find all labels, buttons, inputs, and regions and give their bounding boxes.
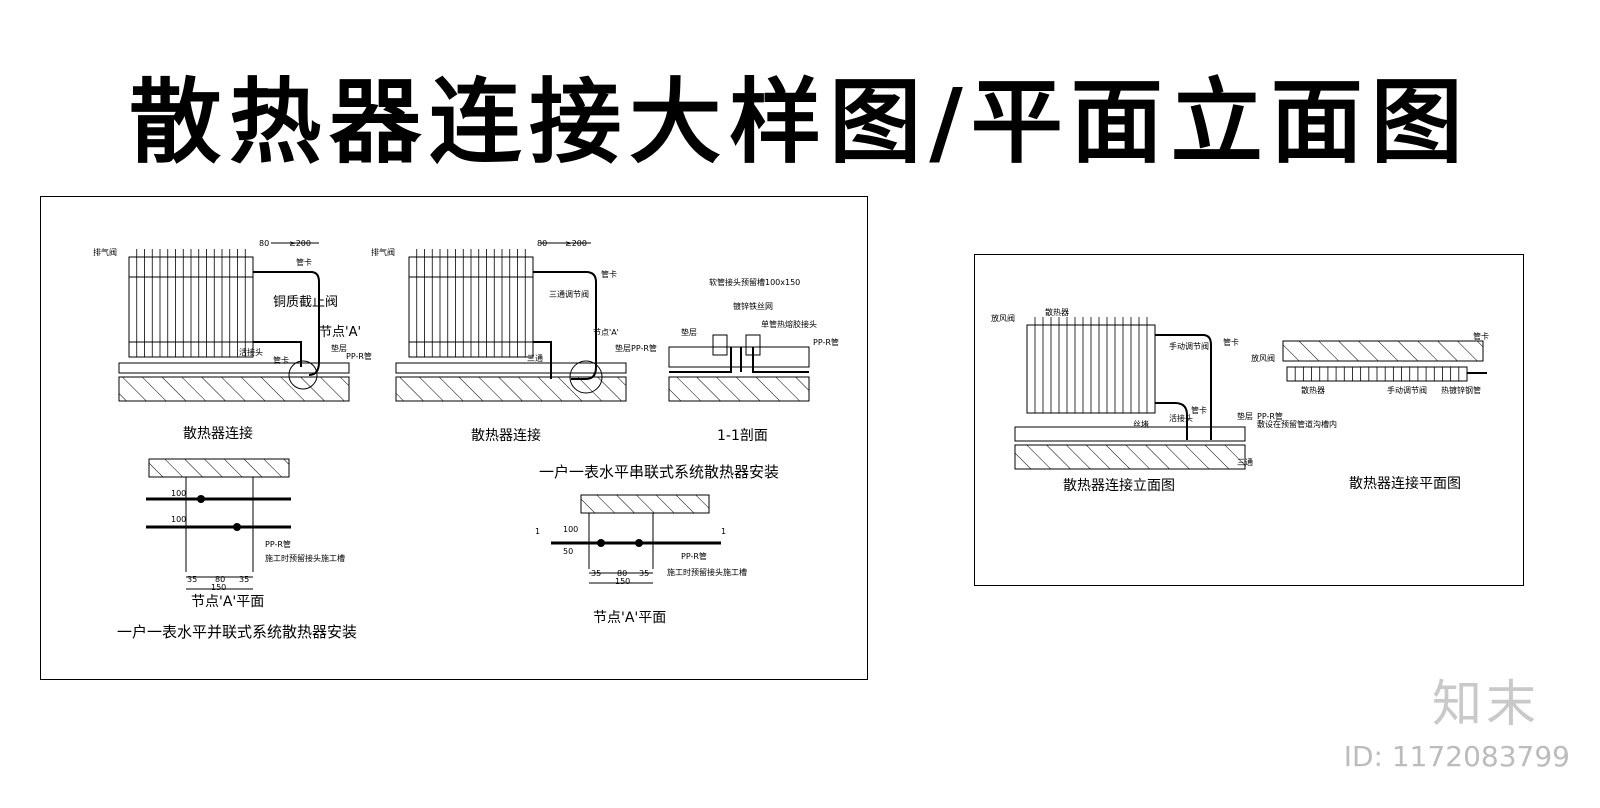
label-pp-1: PP-R管 — [346, 352, 372, 361]
label-elev-pipe-clip: 管卡 — [1223, 338, 1239, 347]
label-exhaust-valve-2: 排气阀 — [371, 248, 395, 257]
label-node-1: 节点'A' — [319, 325, 362, 340]
label-p2-d80: 80 — [617, 569, 628, 578]
label-copper-valve: 铜质截止阀 — [273, 295, 339, 310]
label-dim1-1: 80 — [259, 239, 270, 248]
label-plan-pipe-clip: 管卡 — [1473, 332, 1489, 341]
label-plan-radiator: 散热器 — [1301, 386, 1325, 395]
label-p2-d35a: 35 — [591, 569, 602, 578]
label-p1-d100a: 100 — [171, 489, 187, 498]
caption-d1: 散热器连接 — [183, 426, 253, 442]
left-drawing-panel: 排气阀 管卡 铜质截止阀 活接头 管卡 节点'A' 垫层 PP-R管 80 ≥2… — [40, 196, 868, 680]
watermark-brand: 知末 — [1432, 675, 1540, 733]
label-pp-2: PP-R管 — [631, 344, 657, 353]
caption-p1: 节点'A'平面 — [191, 594, 265, 610]
label-elev-tee: 三通 — [1237, 458, 1253, 467]
label-elev-cushion: 垫层 — [1237, 412, 1253, 421]
left-drawing-lines — [118, 242, 810, 590]
label-elev-clip2: 管卡 — [1191, 406, 1207, 415]
label-p1-pp: PP-R管 — [265, 540, 291, 549]
label-elev-air-valve: 放风阀 — [991, 314, 1015, 323]
label-p1-d80: 80 — [215, 575, 226, 584]
label-p1-d35a: 35 — [187, 575, 198, 584]
caption-elevation: 散热器连接立面图 — [1063, 478, 1175, 494]
label-p2-d50: 50 — [563, 547, 574, 556]
label-elev-pp: PP-R管 — [1257, 412, 1283, 421]
label-elev-manual-valve: 手动调节阀 — [1169, 342, 1209, 351]
caption-d2: 散热器连接 — [471, 428, 541, 444]
label-elev-plug: 丝堵 — [1133, 420, 1149, 429]
caption-plan: 散热器连接平面图 — [1349, 476, 1461, 492]
label-dim1-2: 80 — [537, 239, 548, 248]
caption-p2: 节点'A'平面 — [593, 610, 667, 626]
label-node-2: 节点'A' — [593, 328, 619, 337]
label-elev-radiator: 散热器 — [1045, 308, 1069, 317]
label-p1-d35b: 35 — [239, 575, 250, 584]
label-connector-1: 活接头 — [239, 348, 263, 357]
label-p2-mark2: 1 — [721, 527, 727, 536]
label-pipe-3: 单管热熔胶接头 — [761, 320, 817, 329]
radiator-fins-1 — [136, 249, 246, 357]
label-dim2-1: ≥200 — [289, 239, 311, 248]
caption-d3: 1-1剖面 — [717, 428, 768, 444]
page-title: 散热器连接大样图/平面立面图 — [129, 68, 1471, 176]
label-groove-3: 软管接头预留槽100x150 — [709, 278, 801, 287]
series-system-title: 一户一表水平串联式系统散热器安装 — [539, 463, 780, 481]
label-dim2-2: ≥200 — [565, 239, 587, 248]
label-pipe-clip-2: 管卡 — [601, 270, 617, 279]
label-p2-pp: PP-R管 — [681, 552, 707, 561]
label-p2-d100: 100 — [563, 525, 579, 534]
label-p1-d150: 150 — [211, 583, 227, 592]
right-drawing-lines — [1014, 317, 1487, 470]
label-p2-mark1: 1 — [535, 527, 541, 536]
label-p2-d150: 150 — [615, 577, 631, 586]
label-mesh-3: 镀锌铁丝网 — [733, 302, 773, 311]
label-p2-groove: 施工时预留接头施工槽 — [667, 568, 747, 577]
label-cushion-3: 垫层 — [681, 328, 697, 337]
label-elev-groove: 敷设在预留管道沟槽内 — [1257, 420, 1337, 429]
label-elev-connector: 活接头 — [1169, 414, 1193, 423]
parallel-system-title: 一户一表水平并联式系统散热器安装 — [117, 623, 358, 641]
label-p1-groove: 施工时预留接头施工槽 — [265, 554, 345, 563]
label-valve-2: 三通调节阀 — [549, 290, 589, 299]
label-exhaust-valve-1: 排气阀 — [93, 248, 117, 257]
label-pipe-clip-1: 管卡 — [296, 258, 312, 267]
label-plan-manual-valve: 手动调节阀 — [1387, 386, 1427, 395]
label-cushion-2: 垫层 — [615, 344, 631, 353]
label-p2-d35b: 35 — [639, 569, 650, 578]
label-connector-2: 三通 — [527, 354, 543, 363]
label-pp-3: PP-R管 — [813, 338, 839, 347]
label-p1-d100b: 100 — [171, 515, 187, 524]
label-plan-air-valve: 放风阀 — [1251, 354, 1275, 363]
label-cushion-1: 垫层 — [331, 344, 347, 353]
watermark-id: ID: 1172083799 — [1343, 740, 1570, 773]
right-drawing-panel: 散热器 放风阀 管卡 手动调节阀 管卡 活接头 丝堵 垫层 PP-R管 敷设在预… — [974, 254, 1524, 586]
label-pipe-clip-1b: 管卡 — [273, 356, 289, 365]
label-plan-mesh: 热镀锌钢管 — [1441, 386, 1481, 395]
